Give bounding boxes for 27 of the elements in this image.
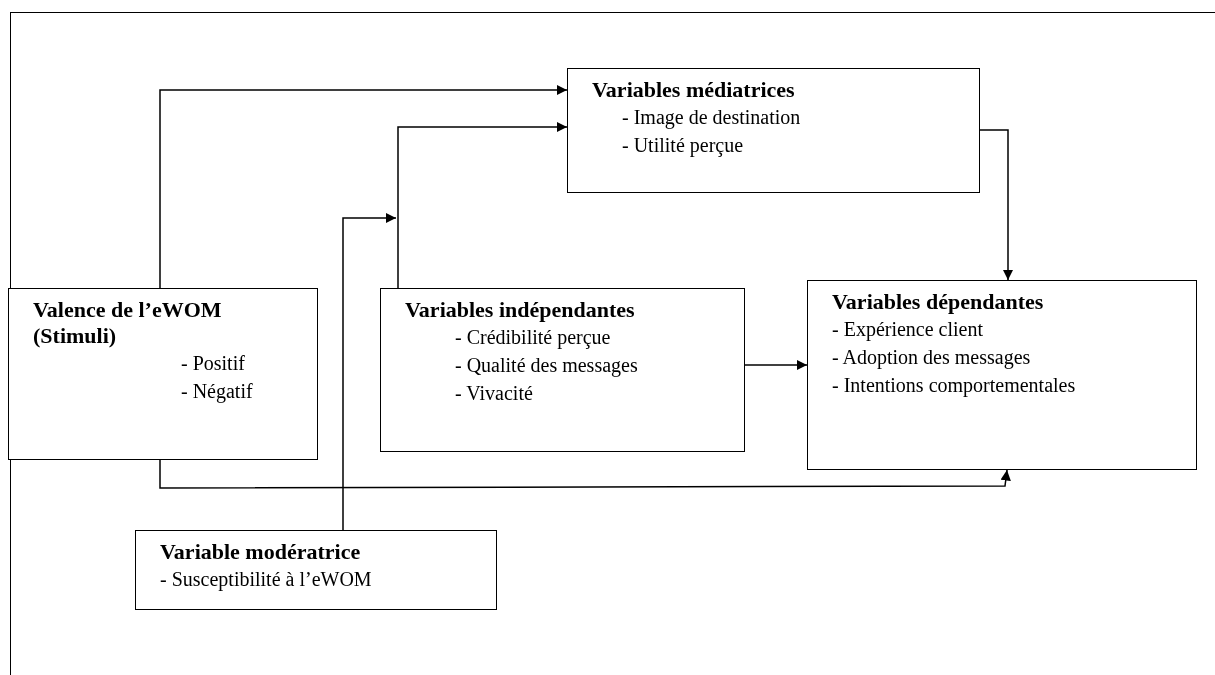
arrow xyxy=(159,84,568,289)
list-item: - Adoption des messages xyxy=(832,345,1032,371)
list-item: - Image de destination xyxy=(621,105,802,131)
box-heading: Variables indépendantes xyxy=(405,297,636,323)
variable-box xyxy=(807,280,1197,470)
list-item: - Crédibilité perçue xyxy=(454,325,612,351)
box-heading: Variable modératrice xyxy=(160,539,362,565)
arrow xyxy=(159,459,1011,489)
variable-box xyxy=(135,530,497,610)
list-item: - Négatif xyxy=(180,379,254,405)
list-item: - Positif xyxy=(180,351,246,376)
list-item: - Qualité des messages xyxy=(454,353,639,379)
variable-box xyxy=(380,288,745,452)
list-item: - Utilité perçue xyxy=(621,133,745,159)
box-heading: Variables dépendantes xyxy=(832,289,1045,315)
variable-box xyxy=(8,288,318,460)
list-item: - Intentions comportementales xyxy=(832,373,1077,399)
list-item: - Vivacité xyxy=(454,381,534,406)
variable-box xyxy=(567,68,980,193)
arrow xyxy=(979,129,1014,281)
arrow xyxy=(342,212,397,531)
box-heading: Valence de l’eWOM (Stimuli) xyxy=(32,297,223,349)
arrow xyxy=(397,121,568,289)
list-item: - Expérience client xyxy=(832,317,985,343)
box-heading: Variables médiatrices xyxy=(592,77,796,103)
arrow xyxy=(744,359,808,371)
list-item: - Susceptibilité à l’eWOM xyxy=(160,567,373,593)
